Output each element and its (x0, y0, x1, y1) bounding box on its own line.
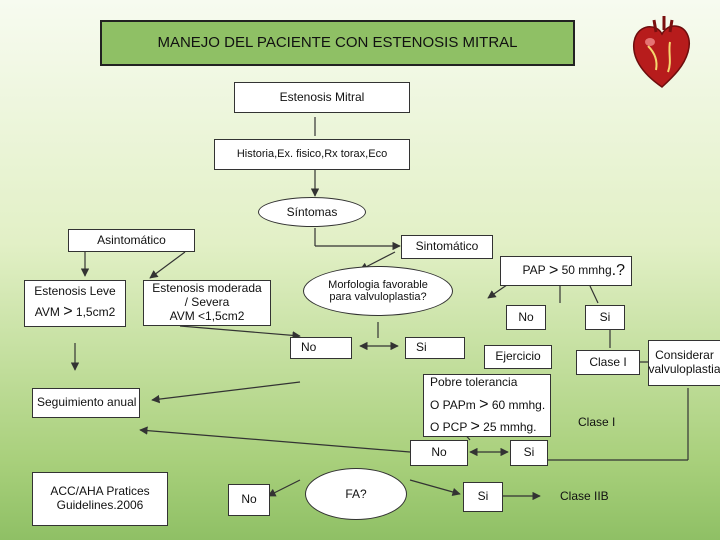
node-sintomas: Síntomas (258, 197, 366, 227)
acc-line-2: Guidelines.2006 (56, 498, 144, 512)
node-historia-label: Historia,Ex. fisico,Rx torax,Eco (236, 148, 388, 161)
morfologia-line-2: para valvuloplastia? (329, 291, 427, 303)
clase-1-upper-label: Clase I (589, 354, 627, 369)
no-pap-label: No (518, 309, 534, 324)
no-fa-label: No (241, 492, 257, 507)
ejercicio-label: Ejercicio (495, 349, 541, 364)
papm-gt: > (479, 395, 489, 413)
fa-label: FA? (345, 487, 367, 501)
node-morfologia: Morfologia favorable para valvuloplastia… (303, 266, 453, 316)
node-clase-2b: Clase IIB (560, 489, 609, 503)
morfologia-line-1: Morfologia favorable (328, 279, 428, 291)
si-morfologia-label: Si (416, 340, 427, 355)
si-pap-label: Si (599, 309, 611, 324)
page-title: MANEJO DEL PACIENTE CON ESTENOSIS MITRAL (100, 20, 575, 66)
pap-label: PAP (522, 263, 546, 278)
node-historia: Historia,Ex. fisico,Rx torax,Eco (214, 139, 410, 170)
si-fa-label: Si (477, 489, 489, 504)
node-no-morfologia: No (290, 337, 352, 359)
si-ejercicio-label: Si (523, 445, 535, 460)
node-estenosis-leve-avm: AVM > 1,5cm2 (35, 303, 116, 321)
pcp-value: 25 mmhg. (483, 420, 537, 435)
node-clase-1-lower: Clase I (578, 415, 616, 429)
node-ejercicio: Ejercicio (484, 345, 552, 369)
node-asintomatico-label: Asintomático (97, 232, 166, 247)
pap-question: .? (611, 261, 625, 279)
moderada-line-2: / Severa (184, 295, 230, 310)
node-asintomatico: Asintomático (68, 229, 195, 252)
node-fa: FA? (305, 468, 407, 520)
papm-value: 60 mmhg. (491, 397, 546, 412)
no-ejercicio-label: No (431, 445, 447, 460)
leve-avm-label: AVM (34, 305, 60, 320)
pcp-label: O PCP (430, 420, 468, 435)
node-seguimiento-anual: Seguimiento anual (32, 388, 140, 418)
moderada-line-1: Estenosis moderada (152, 281, 262, 296)
papm-label: O PAPm (430, 397, 476, 412)
papm-line: O PAPm > 60 mmhg. (430, 396, 545, 414)
node-estenosis-mitral-label: Estenosis Mitral (279, 89, 365, 104)
moderada-line-3: AVM <1,5cm2 (169, 308, 245, 323)
node-si-ejercicio: Si (510, 440, 548, 466)
node-pap: PAP > 50 mmhg .? (500, 256, 632, 286)
no-morfologia-label: No (301, 340, 317, 355)
pcp-line: O PCP > 25 mmhg. (430, 418, 537, 436)
seguimiento-label: Seguimiento anual (37, 395, 137, 410)
node-considerar: Considerar valvuloplastia (648, 340, 720, 386)
node-acc-aha-reference: ACC/AHA Pratices Guidelines.2006 (32, 472, 168, 526)
considerar-line-2: valvuloplastia (648, 362, 720, 376)
node-estenosis-moderada: Estenosis moderada / Severa AVM <1,5cm2 (143, 280, 271, 326)
node-no-ejercicio: No (410, 440, 468, 466)
heart-illustration-icon (632, 16, 690, 88)
leve-avm-value: 1,5cm2 (75, 305, 116, 320)
node-sintomatico: Sintomático (401, 235, 493, 259)
node-no-pap: No (506, 305, 546, 330)
node-estenosis-leve: Estenosis Leve AVM > 1,5cm2 (24, 280, 126, 327)
pobre-tolerancia-label: Pobre tolerancia (430, 375, 518, 389)
node-pobre-tolerancia: Pobre tolerancia O PAPm > 60 mmhg. O PCP… (423, 374, 551, 437)
node-clase-1-upper: Clase I (576, 350, 640, 375)
node-estenosis-leve-title: Estenosis Leve (34, 284, 116, 299)
node-sintomatico-label: Sintomático (415, 239, 479, 254)
acc-line-1: ACC/AHA Pratices (50, 484, 150, 499)
node-si-pap: Si (585, 305, 625, 330)
leve-avm-gt: > (63, 303, 73, 321)
node-si-fa: Si (463, 482, 503, 512)
node-sintomas-label: Síntomas (286, 205, 338, 219)
considerar-line-1: Considerar (655, 348, 714, 363)
node-si-morfologia: Si (405, 337, 465, 359)
node-no-fa: No (228, 484, 270, 516)
node-estenosis-mitral: Estenosis Mitral (234, 82, 410, 113)
page-title-text: MANEJO DEL PACIENTE CON ESTENOSIS MITRAL (157, 34, 518, 52)
pap-value: 50 mmhg (561, 263, 612, 278)
pap-gt: > (548, 261, 559, 279)
pcp-gt: > (470, 418, 480, 436)
